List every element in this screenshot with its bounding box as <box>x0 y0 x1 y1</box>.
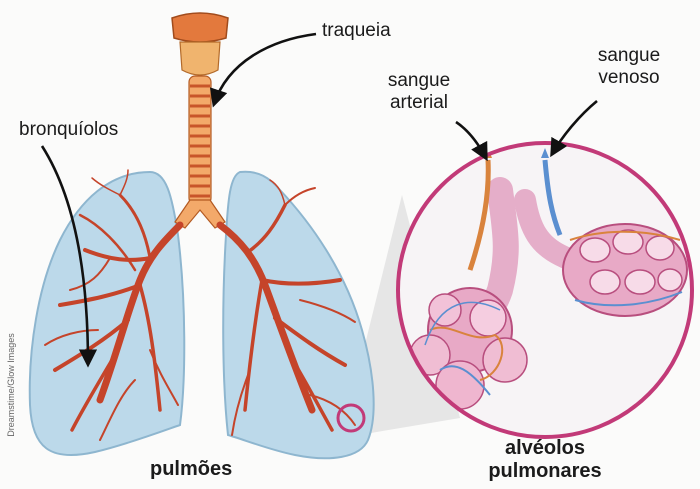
label-arterial-blood: sangue arterial <box>379 70 459 114</box>
label-pulmonary-alveoli: alvéolos pulmonares <box>480 437 610 483</box>
label-arterial-line2: arterial <box>379 92 459 114</box>
left-lung-right-side <box>223 172 373 459</box>
image-credit: Dreamstime/Glow Images <box>6 330 16 440</box>
right-lung-left-side <box>30 172 185 455</box>
label-venous-line1: sangue <box>588 45 670 67</box>
label-arterial-line1: sangue <box>379 70 459 92</box>
label-alveoli-line1: alvéolos <box>480 437 610 460</box>
alveoli-magnified-view <box>398 143 692 437</box>
label-venous-blood: sangue venoso <box>588 45 670 89</box>
trachea-group <box>172 13 228 228</box>
label-lungs: pulmões <box>150 458 232 481</box>
label-alveoli-line2: pulmonares <box>480 460 610 483</box>
label-bronchioles: bronquíolos <box>19 119 118 141</box>
label-venous-line2: venoso <box>588 67 670 89</box>
label-trachea: traqueia <box>322 20 391 42</box>
